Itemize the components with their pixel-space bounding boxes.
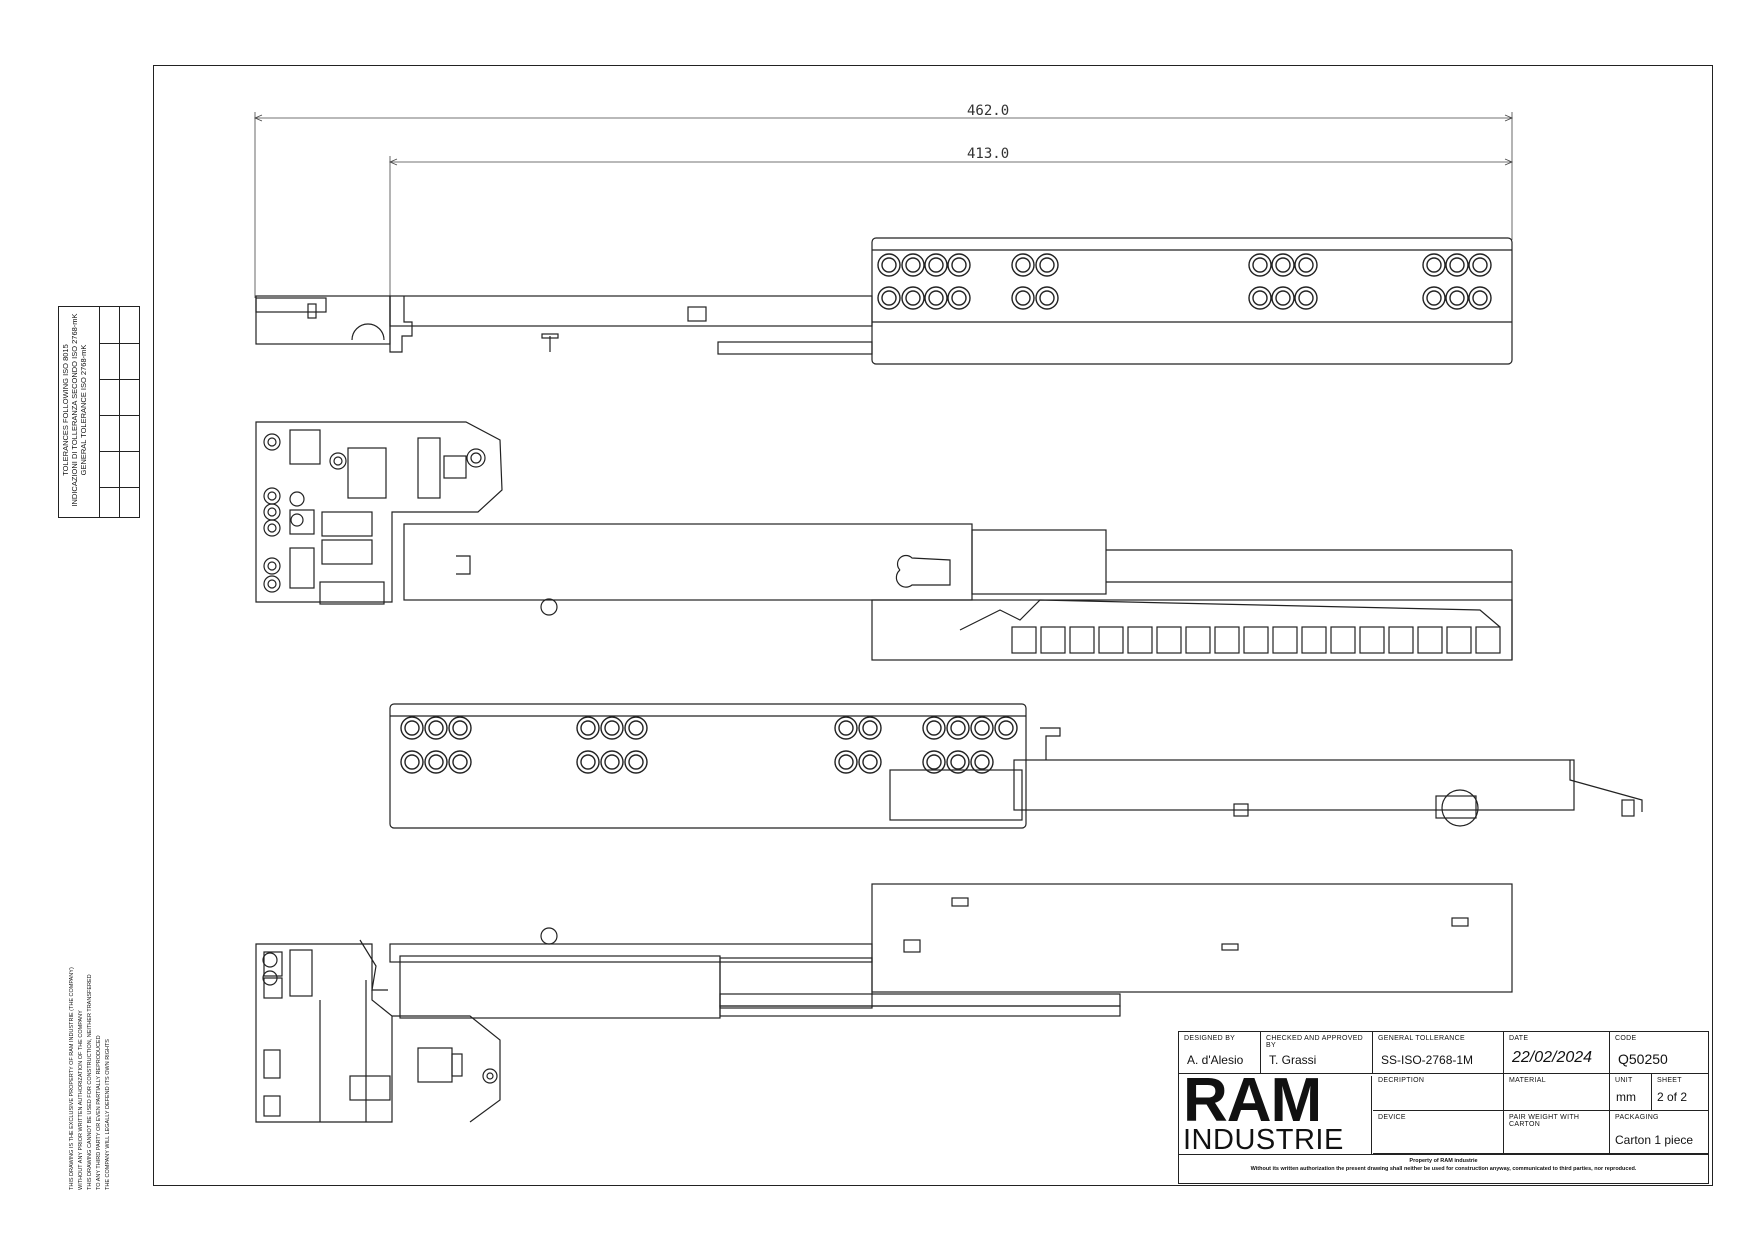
view-mechanism-1-teeth: [959, 599, 1501, 654]
tolerance-line-1: INDICAZIONI DI TOLLERANZA SECONDO ISO 27…: [70, 313, 79, 507]
general-tolerance-label: GENERAL TOLLERANCE: [1378, 1035, 1465, 1042]
packaging-cell: PACKAGING Carton 1 piece: [1610, 1111, 1708, 1154]
disclaimer-line: WITHOUT ANY PRIOR WRITTEN AUTHORIZATION …: [78, 1010, 84, 1190]
view-mechanism-1: [255, 421, 1513, 661]
pair-weight-label: PAIR WEIGHT WITH CARTON: [1509, 1114, 1580, 1128]
general-tolerance-value: SS-ISO-2768-1M: [1381, 1053, 1474, 1067]
view-top-holes: [877, 253, 1492, 310]
code-value: Q50250: [1618, 1051, 1668, 1067]
drawing-frame: [153, 65, 1713, 1186]
tolerance-table: TOLERANCES FOLLOWING ISO 8015 INDICAZION…: [58, 306, 140, 518]
disclaimer-line: THE COMPANY WILL LEGALLY DEFEND ITS OWN …: [105, 1039, 111, 1190]
code-label: CODE: [1615, 1035, 1637, 1042]
general-tolerance-cell: GENERAL TOLLERANCE SS-ISO-2768-1M: [1373, 1032, 1504, 1074]
code-cell: CODE Q50250: [1610, 1032, 1708, 1074]
tolerance-line-2: GENERAL TOLERANCE ISO 2768-mK: [79, 344, 88, 476]
description-cell: DECRIPTION: [1373, 1074, 1504, 1111]
material-cell: MATERIAL: [1504, 1074, 1610, 1111]
sheet-cell: SHEET 2 of 2: [1652, 1074, 1708, 1111]
device-label: DEVICE: [1378, 1114, 1406, 1121]
description-label: DECRIPTION: [1378, 1077, 1425, 1084]
view-bottom-holes: [400, 716, 1018, 774]
designed-by-label: DESIGNED BY: [1184, 1035, 1236, 1042]
disclaimer-line: TO ANY THIRD PARTY OR EVEN PARTIALLY REP…: [96, 1035, 102, 1190]
copyright-disclaimer: THIS DRAWING IS THE EXCLUSIVE PROPERTY O…: [68, 910, 113, 1190]
designed-by-value: A. d'Alesio: [1187, 1053, 1244, 1067]
sheet-label: SHEET: [1657, 1077, 1682, 1084]
date-cell: DATE 22/02/2024: [1504, 1032, 1610, 1074]
unit-label: UNIT: [1615, 1077, 1633, 1084]
date-value: 22/02/2024: [1512, 1049, 1593, 1066]
dimension-overall: 462.0: [967, 103, 1010, 119]
disclaimer-line: THIS DRAWING IS THE EXCLUSIVE PROPERTY O…: [69, 967, 75, 1190]
pair-weight-cell: PAIR WEIGHT WITH CARTON: [1504, 1111, 1610, 1154]
device-cell: DEVICE: [1373, 1111, 1504, 1154]
dimension-lines: [253, 112, 1514, 298]
designed-by-cell: DESIGNED BY A. d'Alesio: [1179, 1032, 1261, 1074]
packaging-value: Carton 1 piece: [1615, 1133, 1694, 1147]
unit-value: mm: [1616, 1090, 1636, 1104]
tolerance-title: TOLERANCES FOLLOWING ISO 8015: [61, 344, 70, 476]
date-label: DATE: [1509, 1035, 1529, 1042]
view-side-top: [255, 237, 1513, 365]
disclaimer-line: THIS DRAWING CANNOT BE USED FOR CONSTRUC…: [87, 974, 93, 1190]
material-label: MATERIAL: [1509, 1077, 1546, 1084]
view-mechanism-2: [255, 883, 1513, 1123]
title-block: DESIGNED BY A. d'Alesio CHECKED AND APPR…: [1178, 1031, 1709, 1184]
property-note: Property of RAM industrie Without its wr…: [1179, 1157, 1708, 1173]
property-line-1: Property of RAM industrie: [1409, 1158, 1478, 1164]
ram-industrie-logo: RAM INDUSTRIE: [1181, 1070, 1372, 1156]
packaging-label: PACKAGING: [1615, 1114, 1659, 1121]
logo-ram: RAM: [1183, 1066, 1322, 1135]
property-line-2: Without its written authorization the pr…: [1250, 1166, 1637, 1172]
sheet-value: 2 of 2: [1657, 1090, 1688, 1104]
checked-by-label: CHECKED AND APPROVED BY: [1266, 1035, 1364, 1049]
view-side-bottom: [389, 703, 1643, 829]
logo-industrie: INDUSTRIE: [1183, 1124, 1344, 1156]
checked-by-cell: CHECKED AND APPROVED BY T. Grassi: [1261, 1032, 1373, 1074]
checked-by-value: T. Grassi: [1269, 1053, 1317, 1067]
dimension-inner: 413.0: [967, 146, 1010, 162]
unit-cell: UNIT mm: [1610, 1074, 1652, 1111]
